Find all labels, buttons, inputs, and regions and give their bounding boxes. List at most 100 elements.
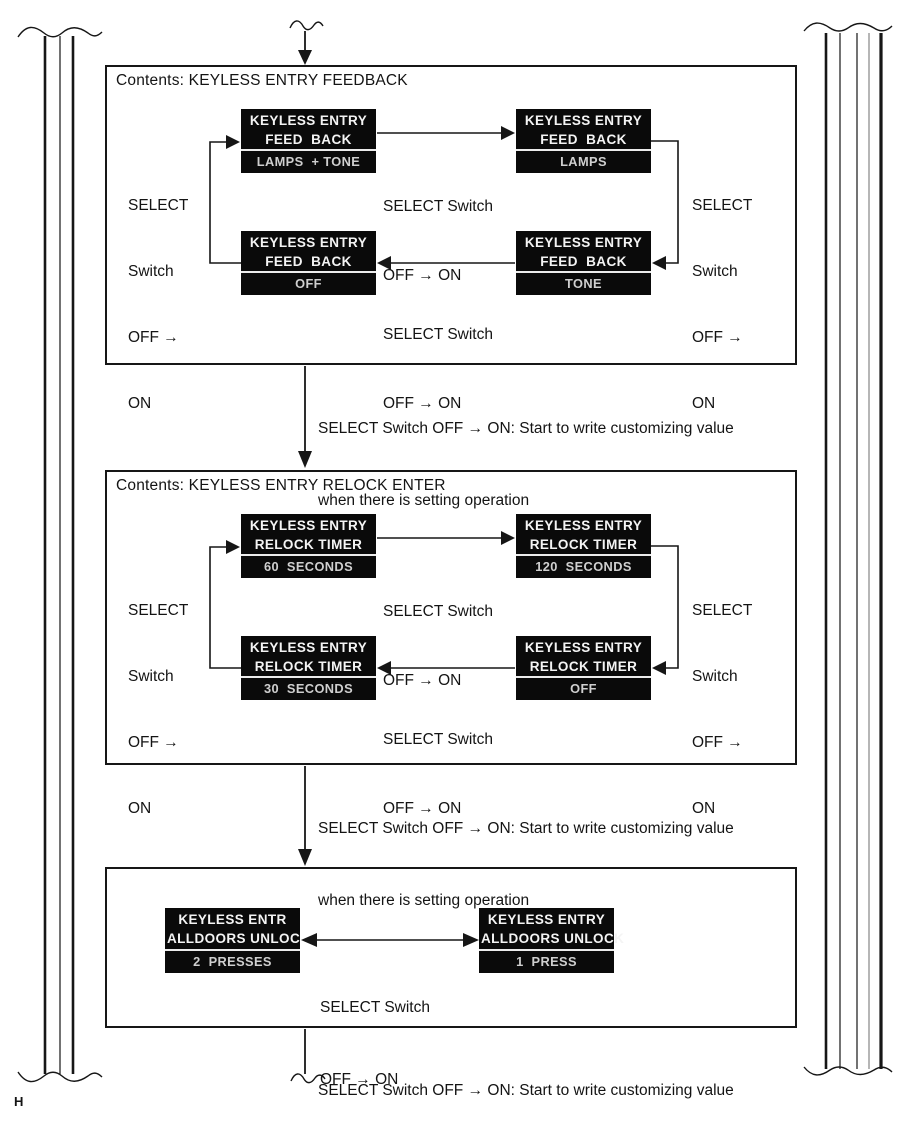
section2-select-label-bottom: SELECT Switch OFF → ON: [383, 682, 493, 866]
label-line: OFF →: [692, 329, 743, 346]
lcd-value: 2 PRESSES: [193, 954, 272, 969]
connector-tail: [290, 1029, 326, 1084]
section2-cycle-arrows: [209, 531, 679, 675]
lcd-line2: ALLDOORS UNLOCK: [481, 931, 625, 946]
label-line: SELECT: [128, 602, 189, 619]
lcd-line2: FEED BACK: [540, 131, 627, 147]
lcd-line2: RELOCK TIMER: [254, 536, 363, 552]
lcd-value: TONE: [565, 275, 602, 291]
label-line: OFF →: [128, 329, 179, 346]
left-rail-top-break: [17, 26, 103, 38]
note-line: SELECT Switch OFF → ON: Start to write c…: [318, 1082, 734, 1099]
label-line: Switch: [692, 668, 738, 685]
left-rail-bottom-break: [17, 1071, 103, 1083]
label-line: SELECT: [692, 197, 753, 214]
lcd-value: 1 PRESS: [516, 954, 577, 969]
lcd-separator: [165, 949, 300, 951]
lcd-line1: KEYLESS ENTRY: [249, 235, 368, 250]
label-line: Switch: [692, 263, 738, 280]
lcd-relock-30s: KEYLESS ENTRY RELOCK TIMER 30 SECONDS: [241, 636, 376, 700]
section1-cycle-arrows: [209, 126, 679, 270]
lcd-separator: [516, 554, 651, 557]
section2-select-label-right: SELECT Switch OFF → ON: [692, 556, 752, 864]
label-line: ON: [692, 395, 716, 412]
lcd-line2: RELOCK TIMER: [529, 536, 638, 552]
lcd-line2: FEED BACK: [540, 253, 627, 269]
lcd-value: OFF: [295, 275, 322, 291]
label-line: ON: [128, 395, 152, 412]
label-line: SELECT Switch: [383, 326, 493, 343]
lcd-line2: FEED BACK: [265, 131, 352, 147]
top-entry-arrow: [289, 20, 324, 65]
label-line: SELECT Switch: [320, 999, 430, 1016]
section3-box: [105, 867, 797, 1028]
page-marker: H: [14, 1094, 24, 1109]
section1-select-label-top: SELECT Switch OFF → ON: [383, 149, 493, 333]
label-line: OFF → ON: [383, 395, 462, 412]
left-rail: [17, 26, 103, 1083]
label-line: SELECT: [128, 197, 189, 214]
label-line: ON: [128, 800, 152, 817]
label-line: OFF → ON: [383, 267, 462, 284]
lcd-line1: KEYLESS ENTR: [178, 912, 287, 927]
top-entry-break: [289, 20, 324, 31]
lcd-line1: KEYLESS ENTRY: [524, 640, 643, 655]
lcd-value: LAMPS: [560, 153, 607, 169]
section2-title: Contents: KEYLESS ENTRY RELOCK ENTER: [116, 477, 446, 494]
note-line: when there is setting operation: [318, 492, 530, 509]
section1-select-label-bottom: SELECT Switch OFF → ON: [383, 277, 493, 461]
section3-select-label: SELECT Switch OFF → ON: [320, 948, 430, 1122]
lcd-line2: FEED BACK: [265, 253, 352, 269]
lcd-line1: KEYLESS ENTRY: [249, 640, 368, 655]
lcd-separator: [516, 676, 651, 679]
lcd-line1: KEYLESS ENTRY: [487, 912, 606, 927]
lcd-separator: [241, 271, 376, 274]
lcd-line2: RELOCK TIMER: [254, 658, 363, 674]
lcd-feedback-lamps-tone: KEYLESS ENTRY FEED BACK LAMPS + TONE: [241, 109, 376, 173]
section1-select-label-left: SELECT Switch OFF → ON: [128, 151, 188, 459]
right-rail-bottom-break: [803, 1066, 893, 1076]
lcd-line1: KEYLESS ENTRY: [524, 518, 643, 533]
lcd-value: 30 SECONDS: [263, 680, 354, 696]
label-line: SELECT: [692, 602, 753, 619]
lcd-alldoors-1press: KEYLESS ENTRY ALLDOORS UNLOCK 1 PRESS: [479, 908, 625, 973]
lcd-feedback-off: KEYLESS ENTRY FEED BACK OFF: [241, 231, 376, 295]
right-rail: [803, 22, 893, 1076]
lcd-line1: KEYLESS ENTRY: [249, 518, 368, 533]
section1-select-label-right: SELECT Switch OFF → ON: [692, 151, 752, 459]
section1-box: Contents: KEYLESS ENTRY FEEDBACK: [105, 65, 797, 365]
label-line: OFF → ON: [383, 800, 462, 817]
section2-select-label-left: SELECT Switch OFF → ON: [128, 556, 188, 864]
label-line: OFF →: [128, 734, 179, 751]
section1-title: Contents: KEYLESS ENTRY FEEDBACK: [116, 72, 408, 89]
section2-box: Contents: KEYLESS ENTRY RELOCK ENTER: [105, 470, 797, 765]
label-line: Switch: [128, 263, 174, 280]
section3-double-arrow: [301, 933, 479, 947]
lcd-separator: [241, 554, 376, 557]
lcd-relock-off: KEYLESS ENTRY RELOCK TIMER OFF: [516, 636, 651, 700]
lcd-alldoors-2presses: KEYLESS ENTR ALLDOORS UNLOC 2 PRESSES: [165, 908, 300, 973]
lcd-feedback-lamps: KEYLESS ENTRY FEED BACK LAMPS: [516, 109, 651, 173]
lcd-line1: KEYLESS ENTRY: [524, 113, 643, 128]
connector-arrow-2: [298, 766, 312, 866]
lcd-separator: [241, 149, 376, 152]
note-line: when there is setting operation: [318, 892, 530, 909]
label-line: OFF → ON: [383, 672, 462, 689]
lcd-value: 120 SECONDS: [535, 558, 632, 574]
lcd-line2: RELOCK TIMER: [529, 658, 638, 674]
connector-arrow-1: [298, 366, 312, 468]
note-line: SELECT Switch OFF → ON: Start to write c…: [318, 820, 734, 837]
label-line: SELECT Switch: [383, 198, 493, 215]
lcd-line2: ALLDOORS UNLOC: [167, 931, 301, 946]
label-line: SELECT Switch: [383, 603, 493, 620]
lcd-separator: [516, 149, 651, 152]
label-line: OFF →: [692, 734, 743, 751]
lcd-relock-120s: KEYLESS ENTRY RELOCK TIMER 120 SECONDS: [516, 514, 651, 578]
lcd-line1: KEYLESS ENTRY: [524, 235, 643, 250]
label-line: ON: [692, 800, 716, 817]
write-note-2: SELECT Switch OFF → ON: Start to write c…: [318, 769, 734, 961]
write-note-3: SELECT Switch OFF → ON: Start to write c…: [318, 1031, 734, 1122]
lcd-value: LAMPS + TONE: [256, 153, 361, 169]
